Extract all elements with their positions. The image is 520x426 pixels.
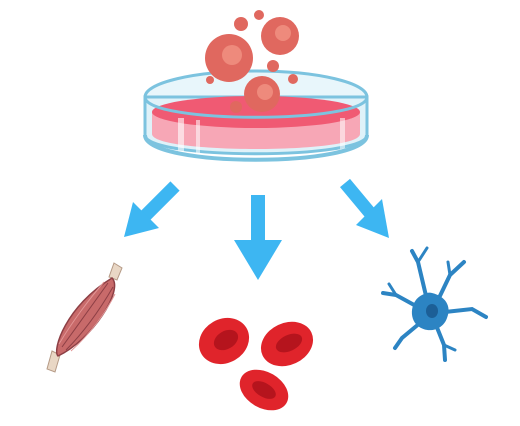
- red-blood-cells-icon: [198, 317, 314, 411]
- stem-cell-small: [288, 74, 298, 84]
- culture-medium-surface: [152, 96, 360, 128]
- muscle-tendon: [108, 262, 123, 281]
- muscle-striation: [61, 282, 109, 348]
- stem-cell-small: [234, 17, 248, 31]
- stem-cell-small: [230, 101, 242, 113]
- muscle-striation: [70, 293, 116, 352]
- stem-cell-small: [206, 76, 214, 84]
- dish-front-rim: [143, 96, 369, 119]
- red-blood-cell: [260, 321, 314, 367]
- petri-dish-with-stem-cells-icon: [143, 10, 369, 162]
- stem-cell-small: [254, 10, 264, 20]
- neuron-nucleus: [426, 304, 438, 318]
- stem-cell: [205, 34, 253, 82]
- dish-highlight: [178, 118, 184, 156]
- neuron-dendrite: [436, 260, 466, 302]
- muscle-striation: [65, 286, 114, 351]
- neuron-dendrite: [381, 291, 418, 308]
- muscle-belly: [56, 277, 116, 357]
- neuron-dendrite: [442, 343, 457, 352]
- neuron-dendrite: [446, 260, 452, 277]
- neuron-icon: [381, 246, 488, 362]
- neuron-dendrite: [434, 323, 447, 362]
- muscle-striation: [58, 281, 105, 345]
- stem-cell: [261, 17, 299, 55]
- stem-cell-small: [267, 60, 279, 72]
- neuron-dendrite: [416, 246, 429, 264]
- dish-bottom-rim: [143, 134, 369, 162]
- stem-cells: [205, 10, 299, 113]
- red-blood-cell: [239, 369, 289, 411]
- neuron-dendrite: [443, 306, 488, 319]
- arrow-down-icon: [234, 195, 282, 280]
- neuron-dendrite: [387, 282, 398, 297]
- dish-highlight: [196, 120, 200, 158]
- dish-highlight: [340, 118, 345, 152]
- arrow-down-left-icon: [124, 181, 180, 237]
- neuron-dendrite: [393, 321, 422, 350]
- arrow-down-right-icon: [340, 178, 389, 238]
- red-blood-cell: [198, 317, 250, 365]
- muscle-fiber-icon: [46, 262, 123, 373]
- stem-cell: [244, 76, 280, 112]
